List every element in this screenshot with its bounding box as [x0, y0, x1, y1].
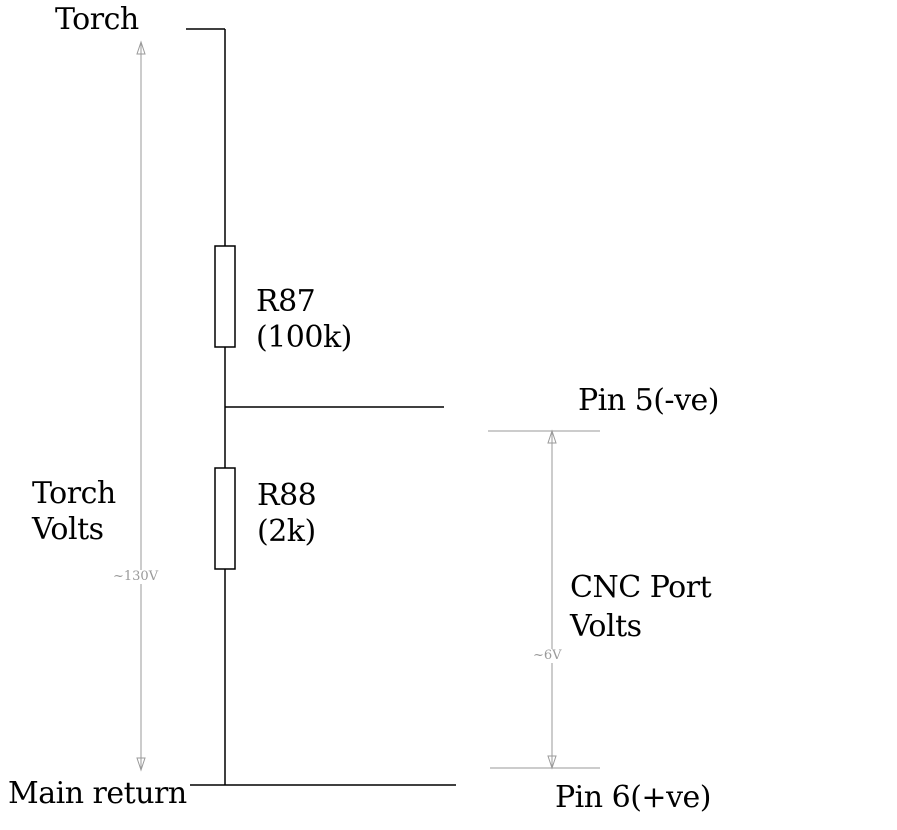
- pin5-label: Pin 5(-ve): [578, 383, 719, 418]
- resistor-r87: [214, 245, 236, 348]
- port-voltage-dimension-label: ~6V: [533, 648, 562, 663]
- r87-value-label: (100k): [256, 320, 352, 355]
- cnc-port-volts-label-line1: CNC Port: [570, 570, 712, 605]
- main-return-label: Main return: [8, 776, 187, 811]
- r87-name-label: R87: [256, 284, 316, 319]
- torch-volts-label-line1: Torch: [32, 476, 116, 511]
- port-dimension-arrow-top: [547, 429, 557, 444]
- torch-dimension-arrow-bottom: [136, 757, 146, 772]
- r88-name-label: R88: [257, 478, 317, 513]
- torch-dimension-arrow-top: [136, 40, 146, 55]
- r88-value-label: (2k): [257, 514, 316, 549]
- torch-volts-label-line2: Volts: [32, 512, 104, 547]
- pin6-label: Pin 6(+ve): [555, 780, 711, 815]
- resistor-r88: [214, 467, 236, 570]
- cnc-port-volts-label-line2: Volts: [570, 609, 642, 644]
- torch-label: Torch: [55, 2, 139, 37]
- port-dimension-arrow-bottom: [547, 755, 557, 770]
- torch-voltage-dimension-label: ~130V: [113, 569, 159, 584]
